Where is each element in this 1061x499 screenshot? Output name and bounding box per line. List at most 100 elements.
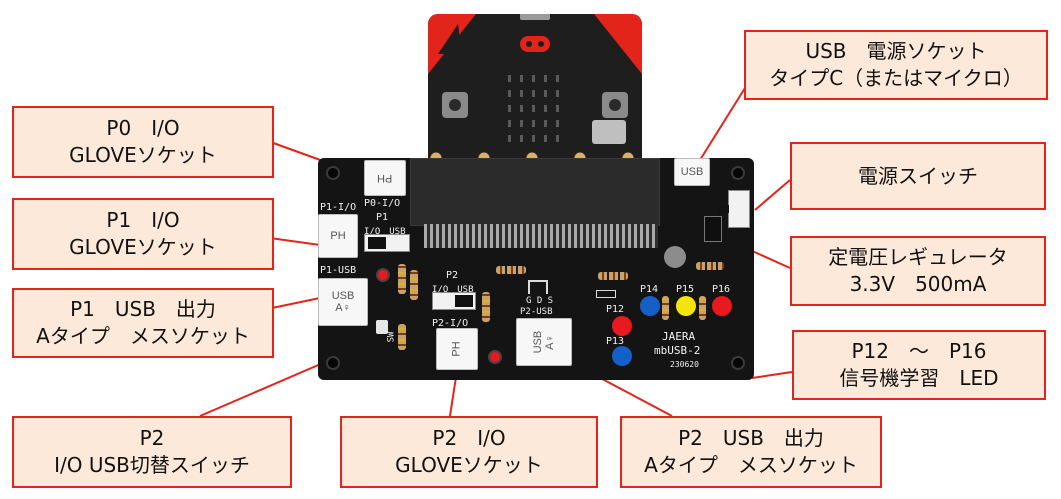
mount-hole-br xyxy=(731,356,745,370)
p2-usb-a-label: USB A♀ xyxy=(531,330,556,354)
led-p16-red xyxy=(712,296,732,316)
silk-io-usb-p2: I/O USB xyxy=(432,285,474,295)
transistor xyxy=(528,280,548,294)
microbit-graphic xyxy=(428,14,642,74)
callout-p1-glove-socket: P1 I/O GLOVEソケット xyxy=(12,198,274,270)
indicator-led-p2 xyxy=(488,350,502,364)
silk-p2-usb: P2-USB xyxy=(520,307,553,317)
regulator-capacitor xyxy=(664,246,686,268)
callout-usb-power-line1: USB 電源ソケット xyxy=(805,39,987,63)
voltage-regulator xyxy=(704,216,722,242)
silk-p0-io: P0-I/O xyxy=(364,198,401,209)
indicator-led-left xyxy=(376,268,390,282)
silk-p2: P2 xyxy=(446,270,459,281)
leader-power-switch xyxy=(754,179,791,211)
chip-small xyxy=(596,290,616,298)
p2-io-usb-switch[interactable] xyxy=(432,292,476,310)
led-p13-blue xyxy=(612,346,632,366)
led-p14-blue xyxy=(640,296,660,316)
resistor-r7 xyxy=(696,262,724,270)
resistor-r5 xyxy=(496,266,526,274)
callout-p1-usb-line1: P1 USB 出力 xyxy=(70,297,216,321)
silk-io-usb-p1: I/O USB xyxy=(364,227,406,237)
callout-p2-glove-line1: P2 I/O xyxy=(432,426,506,450)
callout-regulator-line2: 3.3V 500mA xyxy=(849,272,987,296)
callout-p2-switch: P2 I/O USB切替スイッチ xyxy=(12,416,292,488)
silk-p12: P12 xyxy=(606,304,625,315)
capacitor-left xyxy=(376,320,388,334)
callout-p2-switch-line2: I/O USB切替スイッチ xyxy=(54,453,250,477)
callout-leds-line1: P12 ～ P16 xyxy=(851,339,987,363)
callout-p2-glove-socket: P2 I/O GLOVEソケット xyxy=(340,416,598,488)
silk-sw: SW xyxy=(386,331,397,343)
led-p12-red xyxy=(612,316,632,336)
resistor-r1 xyxy=(398,264,406,294)
callout-p2-switch-line1: P2 xyxy=(139,426,165,450)
callout-p0-line1: P0 I/O xyxy=(106,116,180,140)
microbit-led-matrix xyxy=(508,72,562,142)
edge-connector-pins xyxy=(424,224,658,248)
silk-gds: G D S xyxy=(526,296,554,306)
resistor-r2 xyxy=(410,270,418,300)
callout-p1-glove-line1: P1 I/O xyxy=(106,208,180,232)
p1-io-usb-switch[interactable] xyxy=(364,234,410,252)
callout-p0-line2: GLOVEソケット xyxy=(69,143,217,167)
callout-p2-usb-line2: Aタイプ メスソケット xyxy=(644,453,858,477)
p1-glove-socket[interactable]: PH xyxy=(318,214,358,258)
p1-ph-label: PH xyxy=(330,230,346,242)
resistor-r4 xyxy=(482,292,490,322)
silk-p15: P15 xyxy=(676,284,695,295)
leader-p1-usb xyxy=(271,297,321,309)
callout-usb-power-line2: タイプC（またはマイクロ） xyxy=(769,66,1023,90)
resistor-led-1 xyxy=(662,296,669,320)
silk-p1-usb: P1-USB xyxy=(320,265,357,276)
resistor-led-2 xyxy=(699,296,706,320)
mount-hole-tr xyxy=(731,166,745,180)
p1-usb-a-socket[interactable]: USB A♀ xyxy=(318,278,368,326)
callout-regulator: 定電圧レギュレータ 3.3V 500mA xyxy=(790,236,1046,306)
callout-p2-glove-line2: GLOVEソケット xyxy=(395,453,543,477)
callout-power-switch: 電源スイッチ xyxy=(790,142,1046,210)
callout-traffic-leds: P12 ～ P16 信号機学習 LED xyxy=(792,330,1046,400)
silk-p14: P14 xyxy=(640,284,659,295)
p0-glove-socket[interactable]: PH xyxy=(364,160,406,196)
mount-hole-tl xyxy=(326,166,340,180)
resistor-r6 xyxy=(598,272,628,280)
callout-usb-power-socket: USB 電源ソケット タイプC（またはマイクロ） xyxy=(744,30,1048,100)
p0-ph-label: PH xyxy=(377,172,393,184)
p2-usb-a-socket[interactable]: USB A♀ xyxy=(516,318,572,366)
callout-p2-usb-line1: P2 USB 出力 xyxy=(678,426,824,450)
p2-ph-label: PH xyxy=(451,341,463,357)
usb-c-power-socket[interactable]: USB xyxy=(674,158,710,186)
callout-p0-glove-socket: P0 I/O GLOVEソケット xyxy=(12,106,274,178)
microbit-button-b[interactable] xyxy=(602,92,628,118)
led-p15-yellow xyxy=(676,296,696,316)
usb-c-label: USB xyxy=(680,166,704,178)
board-model-line1: JAERA xyxy=(662,330,696,343)
callout-p1-usb-line2: Aタイプ メスソケット xyxy=(36,324,250,348)
callout-p2-usb-socket: P2 USB 出力 Aタイプ メスソケット xyxy=(620,416,882,488)
callout-regulator-line1: 定電圧レギュレータ xyxy=(828,245,1008,269)
silk-p13: P13 xyxy=(606,336,625,347)
mount-hole-bl xyxy=(326,356,340,370)
board-model-line2: mbUSB-2 xyxy=(654,344,701,357)
p1-usb-a-label: USB A♀ xyxy=(331,289,355,314)
callout-power-switch-line1: 電源スイッチ xyxy=(858,163,978,188)
microbit-sensor xyxy=(592,120,626,144)
edge-connector xyxy=(410,158,660,226)
resistor-r3 xyxy=(398,324,406,350)
callout-leds-line2: 信号機学習 LED xyxy=(839,366,999,390)
leader-usb-power xyxy=(699,87,746,161)
leader-p1-glove xyxy=(269,237,321,246)
leader-leds xyxy=(751,371,793,379)
callout-p1-glove-line2: GLOVEソケット xyxy=(69,235,217,259)
power-switch[interactable] xyxy=(719,190,750,228)
p2-glove-socket[interactable]: PH xyxy=(436,328,478,370)
usb-micro-port xyxy=(520,14,550,20)
microbit-button-a[interactable] xyxy=(442,92,468,118)
microbit xyxy=(428,14,642,166)
board-date-code: 230620 xyxy=(670,360,699,369)
silk-p1-io: P1-I/O xyxy=(320,202,357,213)
silk-p16: P16 xyxy=(712,284,731,295)
